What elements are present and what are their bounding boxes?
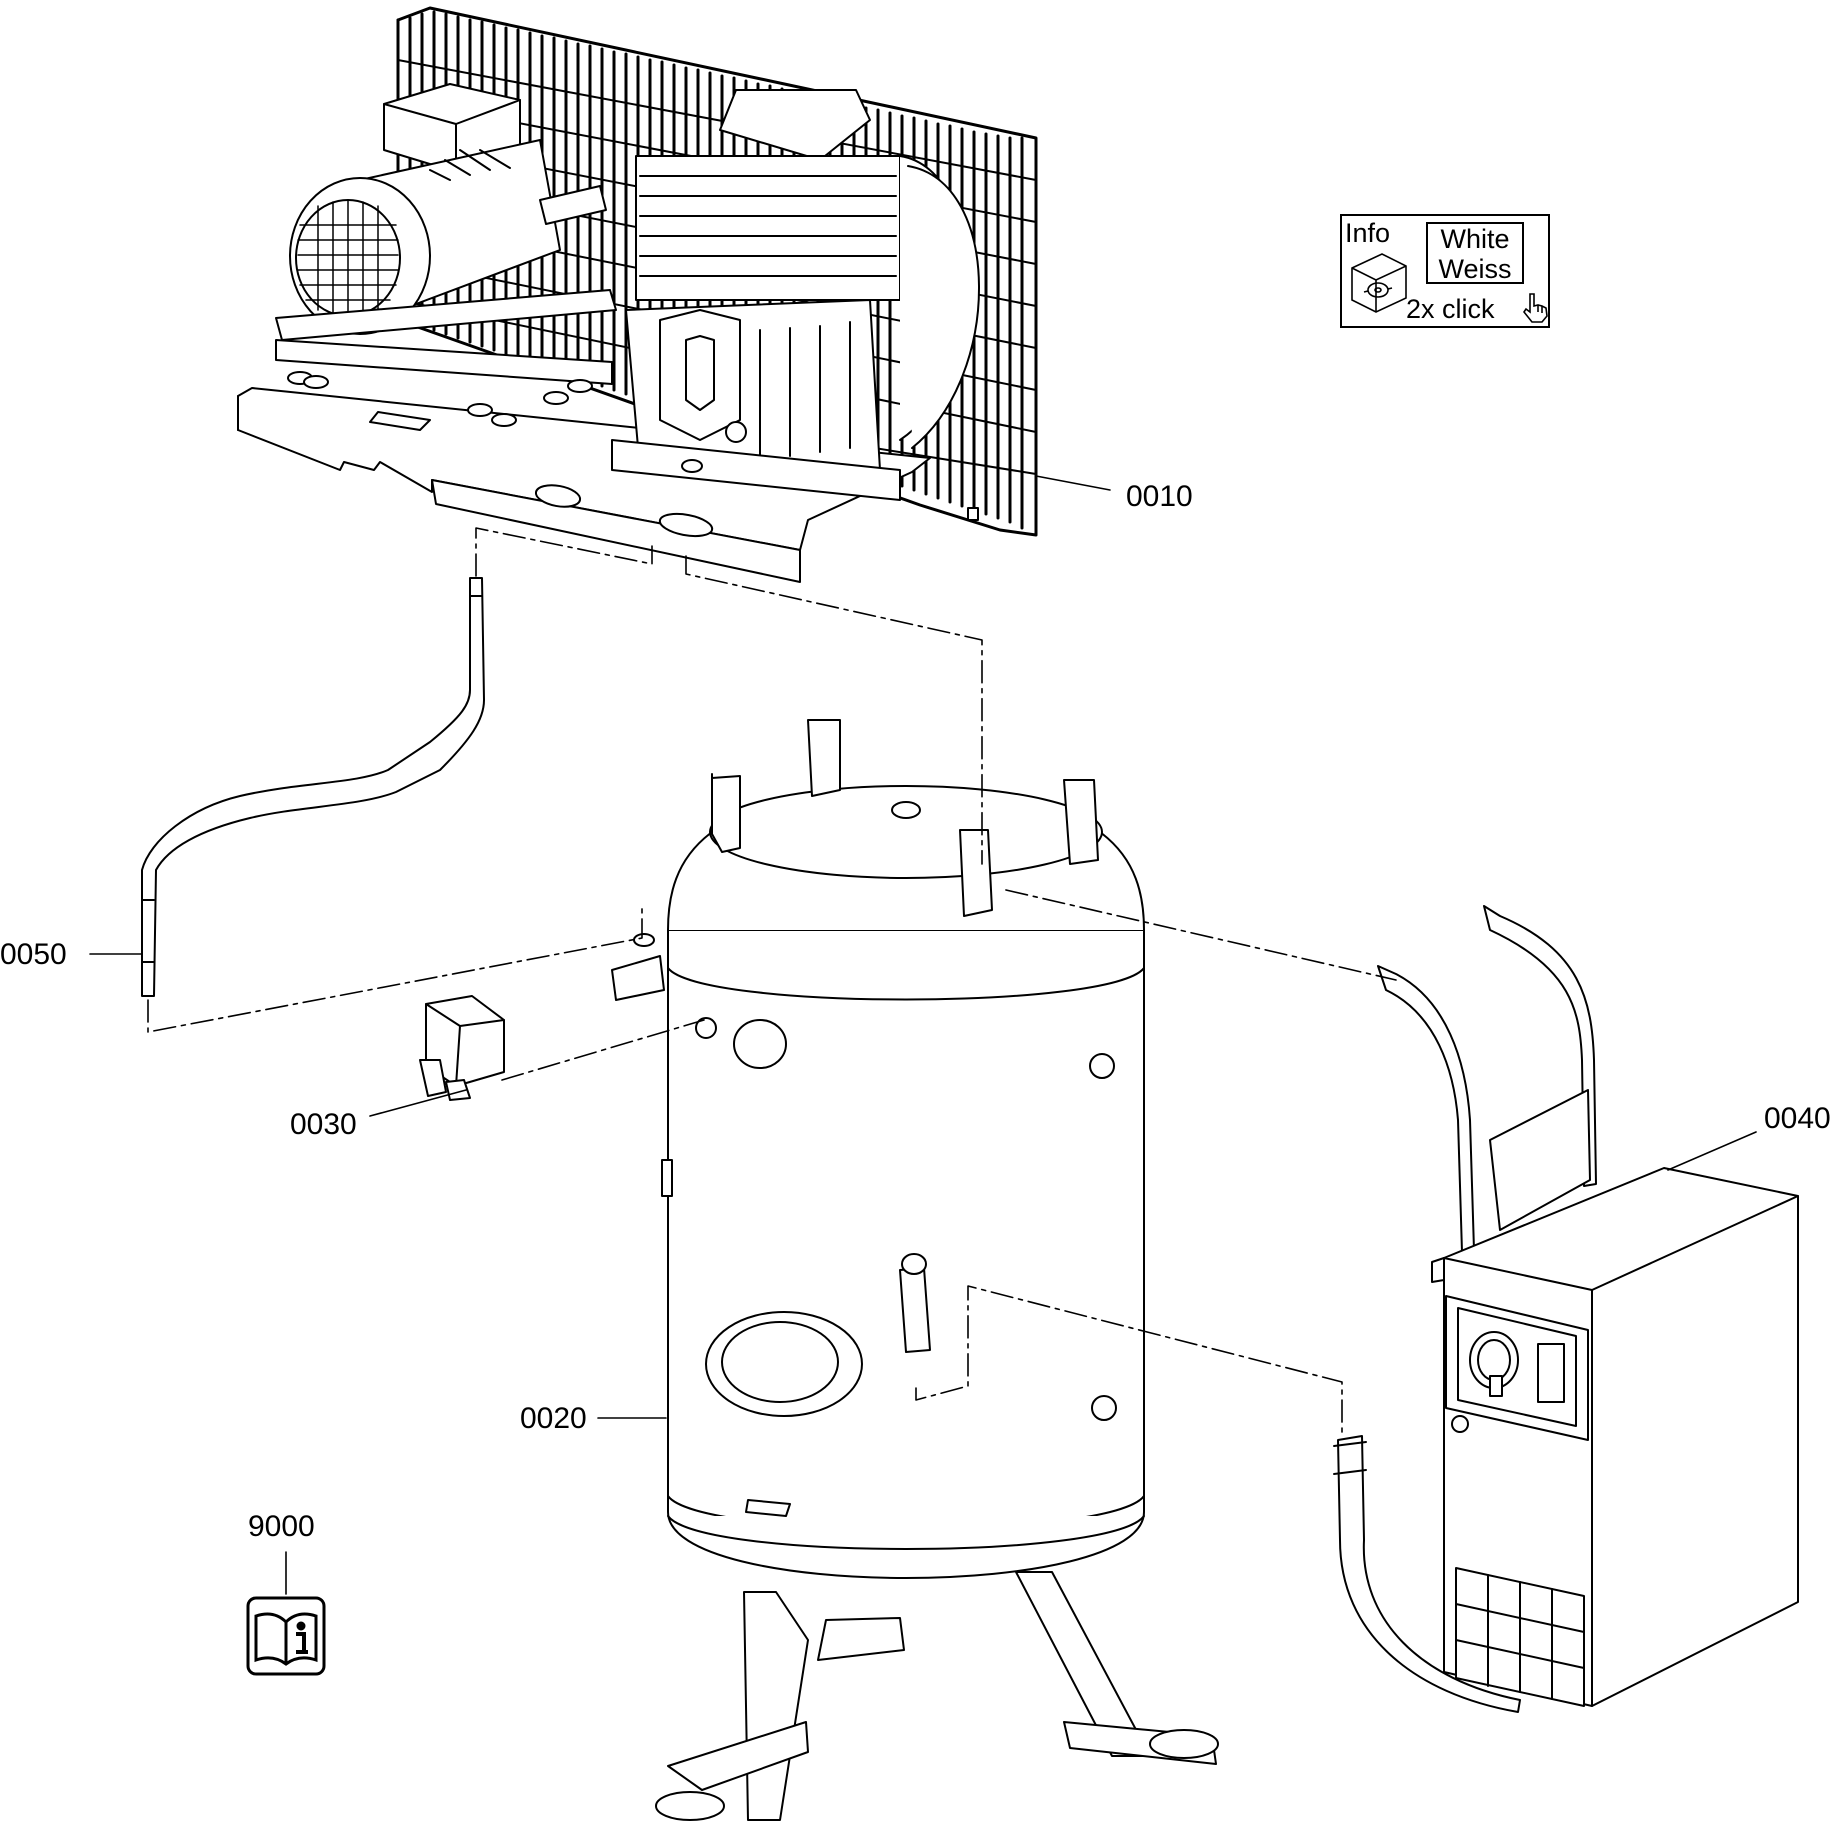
hand-pointer-icon: [1523, 293, 1548, 323]
callout-0040[interactable]: 0040: [1764, 1102, 1831, 1135]
info-disc-icon: [1351, 253, 1407, 313]
manual-book-icon[interactable]: [246, 1596, 326, 1676]
electric-motor: [289, 83, 607, 335]
compressor-pump: [611, 89, 980, 501]
info-white-weiss-box[interactable]: Info White Weiss 2x click: [1340, 214, 1550, 328]
white-label: White: [1440, 224, 1510, 254]
base-plate: [237, 387, 931, 583]
assembly-lines: [147, 527, 1397, 1433]
double-click-label: 2x click: [1406, 294, 1495, 324]
info-label: Info: [1345, 218, 1391, 248]
pressure-pipe[interactable]: [141, 577, 485, 997]
air-receiver-tank[interactable]: [611, 719, 1219, 1821]
callout-0050[interactable]: 0050: [0, 938, 67, 971]
compressor-unit[interactable]: [237, 6, 1038, 583]
weiss-label: Weiss: [1438, 254, 1512, 284]
leader-lines: [89, 475, 1757, 1595]
callout-0010[interactable]: 0010: [1126, 480, 1193, 513]
motor-rails: [275, 289, 617, 427]
callout-9000[interactable]: 9000: [248, 1510, 315, 1543]
callout-0020[interactable]: 0020: [520, 1402, 587, 1435]
refrigeration-dryer[interactable]: [1333, 905, 1799, 1713]
pressure-switch[interactable]: [419, 995, 505, 1101]
callout-0030[interactable]: 0030: [290, 1108, 357, 1141]
white-weiss-button[interactable]: White Weiss: [1426, 222, 1524, 284]
